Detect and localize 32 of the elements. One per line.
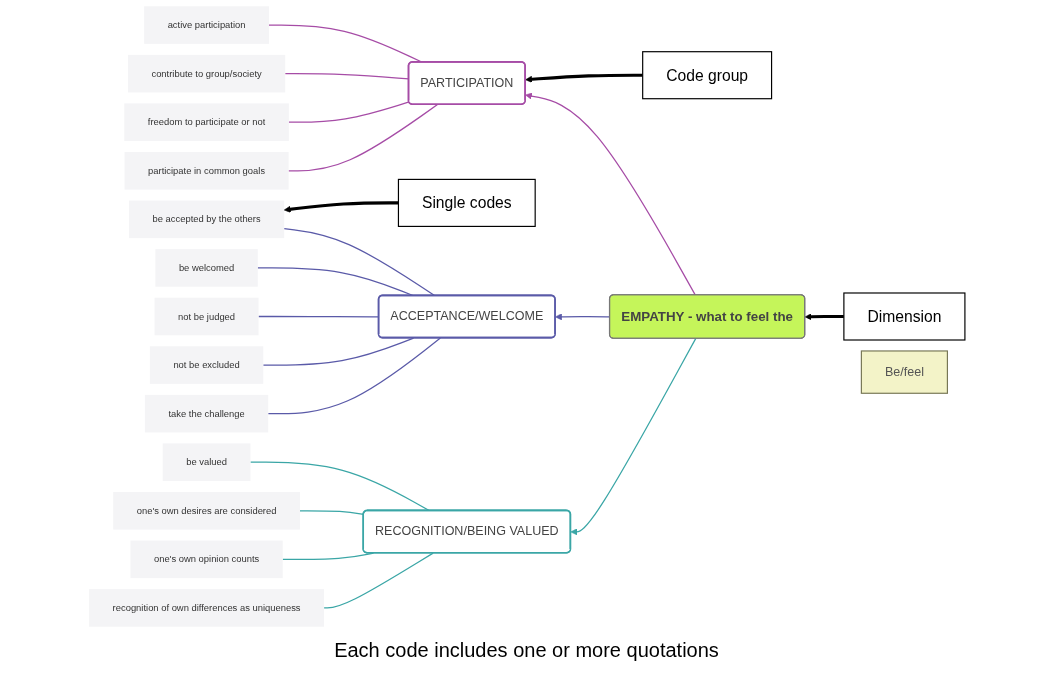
arrow [524, 92, 696, 296]
arrow [524, 73, 643, 83]
node-box: Be/feel [860, 350, 948, 394]
node-box: not be judged [154, 297, 259, 336]
node-box: one's own opinion counts [129, 540, 283, 579]
node-box: freedom to participate or not [123, 103, 289, 141]
arrow [804, 313, 844, 321]
node-box: Code group [641, 51, 772, 100]
node-box: Dimension [842, 292, 965, 341]
node-box: not be excluded [149, 346, 263, 384]
node-box: participate in common goals [124, 152, 289, 190]
connector [267, 337, 441, 415]
node-box: Single codes [397, 178, 536, 227]
node-box: be welcomed [154, 249, 258, 287]
arrow [283, 201, 398, 213]
connector [256, 267, 414, 297]
node-box: take the challenge [144, 394, 268, 433]
node-box: one's own desires are considered [112, 492, 300, 530]
connector [287, 101, 410, 123]
node-box: contribute to group/society [127, 54, 285, 93]
caption: Each code includes one or more quotations [334, 639, 719, 662]
node-box: be valued [162, 443, 250, 481]
connector [262, 337, 414, 366]
connector [281, 552, 374, 560]
connector [249, 461, 430, 512]
connector [322, 552, 434, 609]
node-box: be accepted by the others [128, 200, 284, 239]
arrow [569, 338, 696, 536]
node-box: recognition of own differences as uniqueness [88, 589, 324, 627]
connector [283, 228, 436, 297]
node-box: active participation [143, 6, 269, 44]
connector [287, 103, 438, 172]
